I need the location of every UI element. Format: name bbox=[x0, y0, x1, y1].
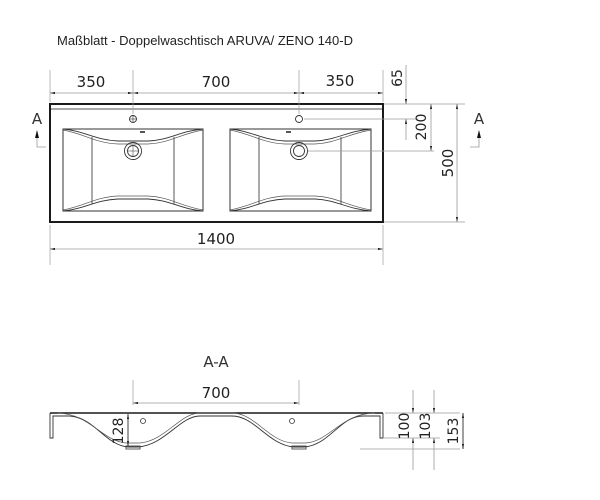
dim-right-350: 350 bbox=[326, 72, 355, 90]
arrow-up-icon bbox=[35, 130, 39, 138]
dim-100: 100 bbox=[397, 413, 413, 440]
right-basin bbox=[229, 115, 372, 212]
drawing-title: Maßblatt - Doppelwaschtisch ARUVA/ ZENO … bbox=[57, 33, 353, 48]
dim-left-350: 350 bbox=[77, 73, 106, 91]
svg-text:A: A bbox=[32, 110, 43, 128]
dim-103: 103 bbox=[418, 413, 434, 440]
drain-icon bbox=[125, 445, 141, 450]
dim-1400: 1400 bbox=[197, 230, 235, 248]
faucet-hole-icon bbox=[140, 418, 146, 424]
section-view: A-A 700 128 100 bbox=[49, 353, 464, 470]
drain-icon bbox=[124, 142, 142, 160]
dim-153: 153 bbox=[446, 418, 462, 445]
section-marker-left: A bbox=[32, 110, 46, 148]
dim-128: 128 bbox=[111, 418, 127, 445]
section-label: A-A bbox=[203, 353, 229, 371]
dim-500: 500 bbox=[439, 149, 457, 178]
dim-200: 200 bbox=[414, 114, 430, 141]
svg-text:A: A bbox=[474, 110, 485, 128]
dim-section-700: 700 bbox=[202, 384, 231, 402]
drain-icon bbox=[290, 142, 308, 160]
faucet-hole-icon bbox=[295, 115, 303, 123]
countertop-outline bbox=[49, 103, 384, 223]
faucet-hole-icon bbox=[289, 418, 295, 424]
dim-center-700: 700 bbox=[202, 73, 231, 91]
top-view: 350 700 350 65 200 500 1400 A A bbox=[32, 65, 485, 265]
arrow-up-icon bbox=[477, 130, 481, 138]
section-marker-right: A bbox=[470, 110, 485, 148]
overflow-slot-icon bbox=[286, 131, 291, 133]
left-basin bbox=[62, 115, 204, 212]
dim-65: 65 bbox=[390, 69, 406, 87]
overflow-slot-icon bbox=[140, 131, 145, 133]
drain-icon bbox=[291, 445, 307, 450]
